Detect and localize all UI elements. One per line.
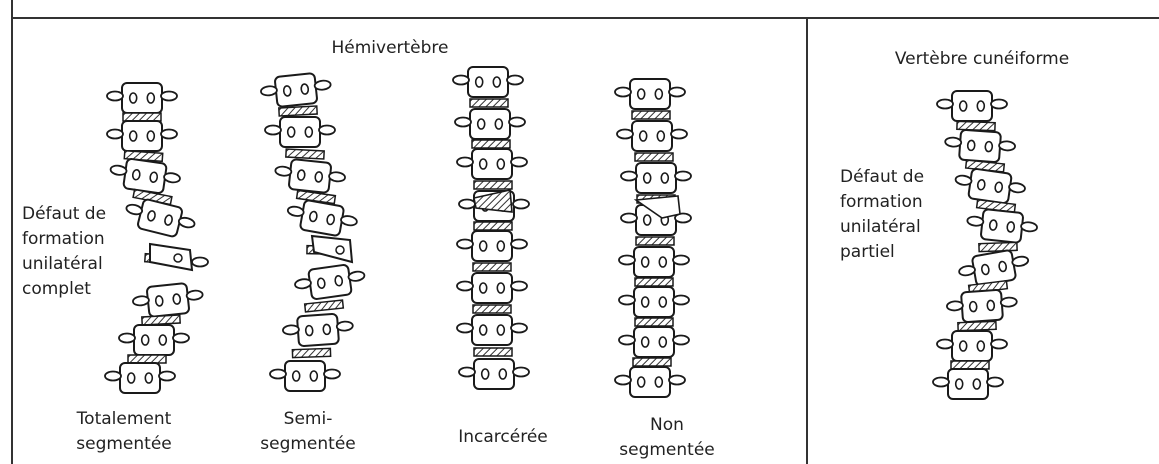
- intervertebral-disc: [636, 237, 674, 245]
- vertebral-body: [260, 71, 333, 108]
- intervertebral-disc: [473, 263, 511, 271]
- vertebral-body: [132, 281, 205, 318]
- spine-semi-segmented: [260, 71, 367, 391]
- vertebral-body: [946, 289, 1018, 324]
- hemivertebra-wedge: [312, 236, 352, 262]
- intervertebral-disc: [635, 278, 673, 286]
- vertebral-body: [937, 331, 1007, 361]
- vertebral-body: [107, 83, 177, 113]
- vertebral-body: [274, 157, 347, 194]
- vertebral-body: [459, 359, 529, 389]
- intervertebral-disc: [472, 140, 510, 148]
- vertebral-body: [615, 367, 685, 397]
- vertebral-body: [937, 91, 1007, 121]
- vertebral-body: [953, 166, 1026, 205]
- vertebral-body: [285, 197, 359, 239]
- vertebral-body: [105, 363, 175, 393]
- caption-incarcerated: Incarcérée: [458, 425, 548, 450]
- vertebral-body: [619, 247, 689, 277]
- intervertebral-disc: [128, 355, 166, 363]
- vertebral-body: [122, 195, 197, 241]
- intervertebral-disc: [951, 361, 989, 369]
- vertebral-body: [966, 207, 1039, 244]
- intervertebral-disc: [292, 348, 330, 357]
- vertebral-body: [621, 163, 691, 193]
- vertebral-body: [617, 121, 687, 151]
- intervertebral-disc: [474, 348, 512, 356]
- vertebral-body: [944, 129, 1016, 164]
- vertebral-body: [933, 369, 1003, 399]
- intervertebral-disc: [957, 121, 995, 130]
- vertebral-body: [107, 121, 177, 151]
- intervertebral-disc: [286, 149, 324, 159]
- intervertebral-disc: [123, 113, 161, 121]
- caption-non-segmented: Non segmentée: [619, 413, 714, 463]
- vertebral-body: [619, 287, 689, 317]
- spine-incarcerated: [453, 67, 529, 389]
- caption-totally-segmented: Totalement segmentée: [76, 407, 171, 457]
- complete-defect-label: Défaut de formation unilatéral complet: [22, 202, 106, 302]
- vertebral-body: [265, 117, 335, 147]
- caption-semi-segmented: Semi- segmentée: [260, 407, 355, 457]
- intervertebral-disc: [305, 300, 344, 312]
- intervertebral-disc: [279, 106, 317, 116]
- intervertebral-disc: [474, 181, 512, 189]
- intervertebral-disc: [473, 305, 511, 313]
- vertebral-body: [457, 315, 527, 345]
- wedge-vertebra-title: Vertèbre cunéiforme: [895, 47, 1069, 72]
- intervertebral-disc: [470, 99, 508, 107]
- hemivertebra-title: Hémivertèbre: [331, 36, 448, 61]
- intervertebral-disc: [635, 318, 673, 326]
- spine-non-segmented: [615, 79, 691, 397]
- spine-totally-segmented: [105, 83, 208, 393]
- spine-wedge-vertebra: [933, 91, 1038, 399]
- vertebral-body: [119, 325, 189, 355]
- intervertebral-disc: [979, 242, 1017, 251]
- vertebral-body: [453, 67, 523, 97]
- vertebral-body: [270, 361, 340, 391]
- intervertebral-disc: [633, 358, 671, 366]
- intervertebral-disc: [142, 315, 180, 325]
- intervertebral-disc: [632, 111, 670, 119]
- hemivertebra-wedge: [150, 244, 208, 270]
- intervertebral-disc: [635, 153, 673, 161]
- vertebral-body: [108, 156, 181, 195]
- intervertebral-disc: [958, 321, 996, 330]
- vertebral-body: [282, 313, 354, 348]
- intervertebral-disc: [474, 222, 512, 230]
- vertebral-body: [457, 149, 527, 179]
- partial-defect-label: Défaut de formation unilatéral partiel: [840, 165, 924, 265]
- vertebral-body: [455, 109, 525, 139]
- vertebral-body: [457, 273, 527, 303]
- vertebral-body: [615, 79, 685, 109]
- vertebral-body: [457, 231, 527, 261]
- vertebral-body: [619, 327, 689, 357]
- vertebral-body: [293, 262, 366, 301]
